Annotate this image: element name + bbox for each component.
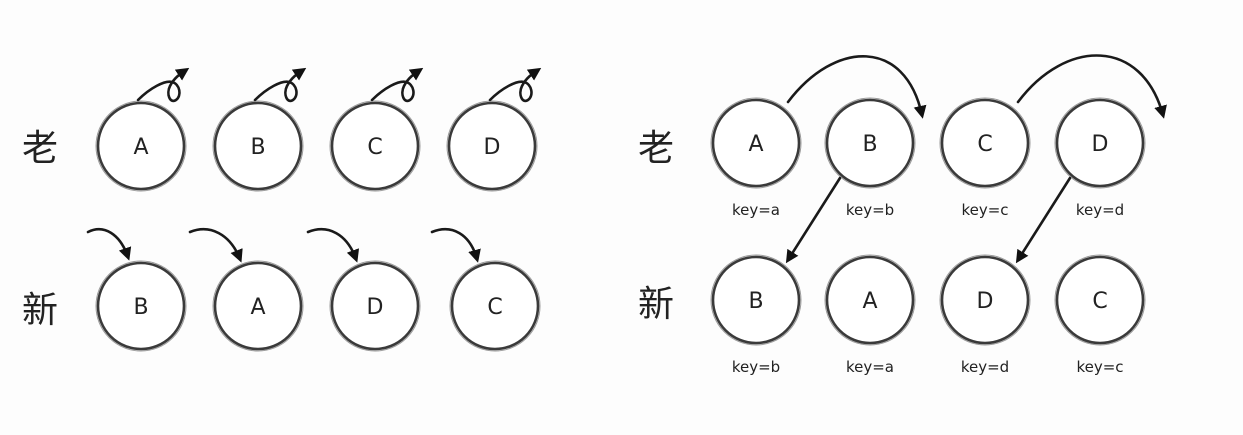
right-new-row-label: 新 <box>638 284 674 325</box>
left-new-node-2-circle <box>213 261 303 351</box>
right-old-node-2: B <box>824 97 916 189</box>
diagonal-arrow-d-to-new-third <box>1015 176 1072 264</box>
self-loop-arrow-c <box>370 67 424 103</box>
right-old-key-1: key=a <box>732 201 780 219</box>
right-old-node-2-label: B <box>862 132 877 157</box>
right-new-node-3-label: D <box>977 289 994 314</box>
right-new-node-1-circle <box>711 255 801 345</box>
right-new-node-4: C <box>1054 254 1146 346</box>
right-new-node-2-circle <box>825 255 915 345</box>
left-new-node-1-outline <box>95 260 187 352</box>
right-new-key-1: key=b <box>732 358 780 376</box>
incoming-arrow-4 <box>430 228 481 263</box>
left-new-node-1-label: B <box>133 295 148 320</box>
right-old-node-1-circle <box>711 98 801 188</box>
left-new-node-1-circle <box>96 261 186 351</box>
left-new-row-label: 新 <box>22 290 58 331</box>
diagonal-arrow-b-to-new-first <box>785 176 842 264</box>
right-old-node-4: D <box>1054 97 1146 189</box>
left-old-node-1: A <box>95 100 187 192</box>
left-new-node-4-label: C <box>487 295 502 320</box>
left-old-node-3: C <box>329 100 421 192</box>
left-old-node-4: D <box>446 100 538 192</box>
right-old-key-3: key=c <box>961 201 1008 219</box>
right-old-node-3-outline <box>939 97 1031 189</box>
right-old-key-2: key=b <box>846 201 894 219</box>
right-new-node-3-circle <box>940 255 1030 345</box>
right-new-key-3: key=d <box>961 358 1009 376</box>
right-move-arrows <box>785 54 1167 264</box>
right-new-node-1: B <box>710 254 802 346</box>
self-loop-arrow-a <box>136 67 190 103</box>
left-new-node-3: D <box>329 260 421 352</box>
left-old-node-4-outline <box>446 100 538 192</box>
right-old-node-3-circle <box>940 98 1030 188</box>
left-old-node-4-circle <box>447 101 537 191</box>
right-old-node-4-label: D <box>1092 132 1109 157</box>
right-new-node-3-outline <box>939 254 1031 346</box>
right-old-node-2-outline <box>824 97 916 189</box>
right-new-node-4-label: C <box>1092 289 1107 314</box>
right-old-node-3: C <box>939 97 1031 189</box>
right-old-node-4-circle <box>1055 98 1145 188</box>
left-new-node-3-label: D <box>367 295 384 320</box>
left-old-node-2-outline <box>212 100 304 192</box>
right-new-node-2-outline <box>824 254 916 346</box>
right-new-node-4-circle <box>1055 255 1145 345</box>
left-new-node-3-circle <box>330 261 420 351</box>
right-old-node-2-circle <box>825 98 915 188</box>
left-old-node-1-label: A <box>133 135 148 160</box>
left-new-node-4-circle <box>450 261 540 351</box>
incoming-arrow-3 <box>306 228 360 263</box>
left-old-node-2-label: B <box>250 135 265 160</box>
left-incoming-arrows <box>86 228 481 263</box>
right-new-node-4-outline <box>1054 254 1146 346</box>
left-new-node-2-label: A <box>250 295 265 320</box>
right-old-node-4-outline <box>1054 97 1146 189</box>
right-old-row-label: 老 <box>638 128 674 169</box>
left-new-node-4: C <box>449 260 541 352</box>
arc-arrow-a-to-b <box>786 55 927 119</box>
right-new-node-3: D <box>939 254 1031 346</box>
left-new-node-2: A <box>212 260 304 352</box>
right-new-key-4: key=c <box>1076 358 1123 376</box>
right-old-node-1-outline <box>710 97 802 189</box>
left-old-node-1-outline <box>95 100 187 192</box>
right-new-key-2: key=a <box>846 358 894 376</box>
left-old-node-2-circle <box>213 101 303 191</box>
right-old-node-3-label: C <box>977 132 992 157</box>
left-old-row-label: 老 <box>22 128 58 169</box>
left-old-node-3-circle <box>330 101 420 191</box>
right-old-node-1: A <box>710 97 802 189</box>
left-self-loop-arrows <box>136 67 542 103</box>
arc-arrow-c-to-d <box>1016 54 1167 119</box>
left-old-node-3-label: C <box>367 135 382 160</box>
incoming-arrow-2 <box>188 228 243 263</box>
right-old-key-4: key=d <box>1076 201 1124 219</box>
left-old-node-1-circle <box>96 101 186 191</box>
right-new-node-1-label: B <box>748 289 763 314</box>
left-new-node-1: B <box>95 260 187 352</box>
left-new-node-4-outline <box>449 260 541 352</box>
left-new-node-3-outline <box>329 260 421 352</box>
right-new-node-2: A <box>824 254 916 346</box>
left-new-node-2-outline <box>212 260 304 352</box>
left-old-node-3-outline <box>329 100 421 192</box>
left-old-node-2: B <box>212 100 304 192</box>
incoming-arrow-1 <box>86 228 132 261</box>
right-new-node-2-label: A <box>862 289 877 314</box>
right-old-node-1-label: A <box>748 132 763 157</box>
right-new-node-1-outline <box>710 254 802 346</box>
self-loop-arrow-b <box>253 67 307 103</box>
left-old-node-4-label: D <box>484 135 501 160</box>
self-loop-arrow-d <box>488 67 542 103</box>
